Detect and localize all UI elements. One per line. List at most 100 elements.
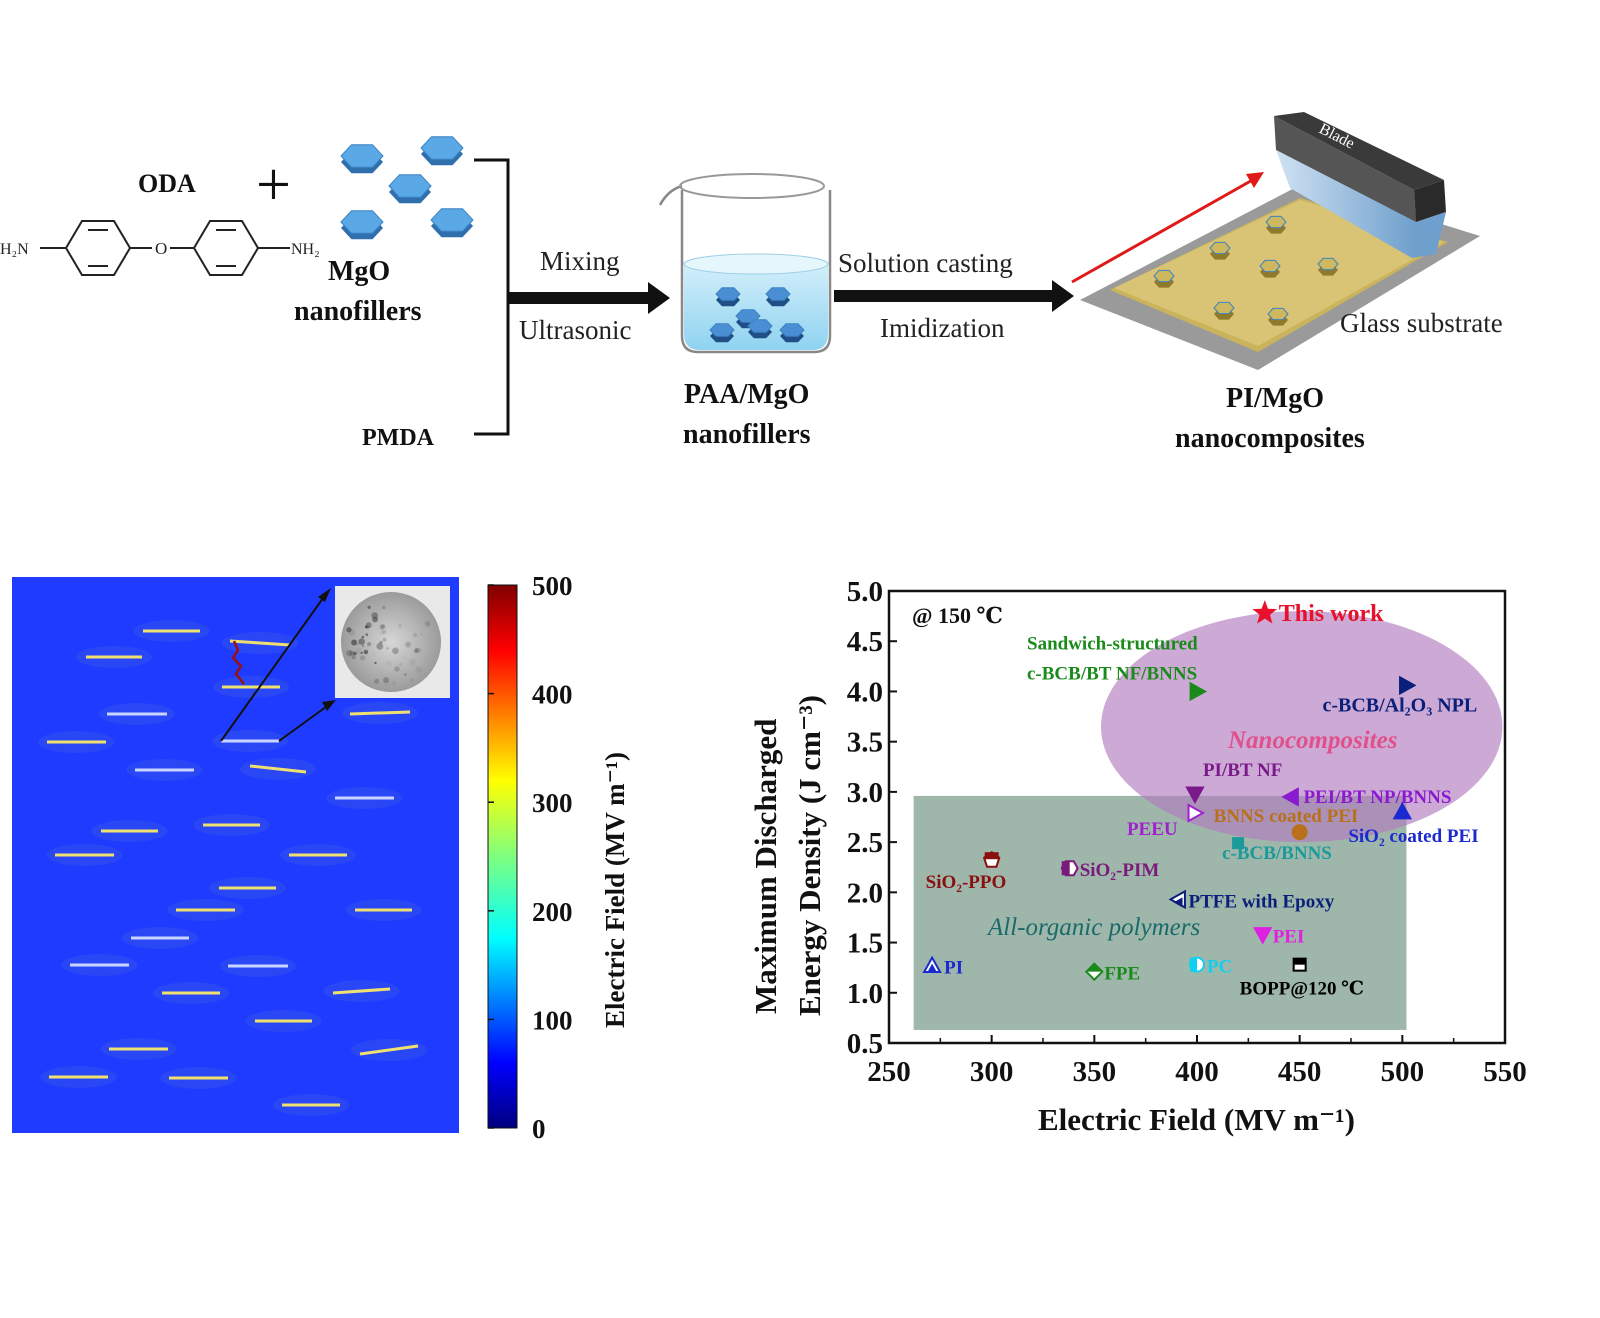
tem-dot-11 <box>374 661 377 665</box>
tem-dot-52 <box>420 633 423 636</box>
tem-dot-54 <box>374 678 380 684</box>
point-label-9: c-BCB/BNNS <box>1222 843 1332 864</box>
tem-dot-13 <box>365 622 372 629</box>
x-tick-label-5: 450 <box>1278 1056 1322 1088</box>
point-14-fill <box>1190 957 1197 972</box>
point-11-fill <box>1061 861 1070 876</box>
marker-4 <box>1185 786 1205 804</box>
x-tick-label-7: 550 <box>1483 1056 1527 1088</box>
plus-sign: + <box>256 151 291 219</box>
point-label-2: Sandwich-structured <box>1027 633 1198 654</box>
blade <box>1274 112 1446 258</box>
mgo-label: MgO <box>328 256 390 287</box>
tem-dot-14 <box>403 656 407 660</box>
marker-8 <box>1392 801 1413 820</box>
tem-dot-31 <box>379 640 383 645</box>
marker-7 <box>1281 787 1299 807</box>
marker-16 <box>1084 962 1104 982</box>
colorbar-tick-1: 500 <box>532 571 573 601</box>
point-12-fill <box>1173 897 1183 908</box>
y-tick-label-2: 1.0 <box>847 978 883 1010</box>
film-hexagon-3 <box>1259 259 1281 273</box>
point-label-4: PI/BT NF <box>1203 760 1282 781</box>
tem-dot-28 <box>367 605 371 609</box>
marker-3 <box>1399 675 1417 696</box>
organic-region-label: All-organic polymers <box>986 914 1200 941</box>
mgo-hexagon-5 <box>430 208 474 232</box>
marker-13 <box>1253 927 1273 945</box>
marker-17 <box>922 955 942 974</box>
tem-dot-20 <box>424 621 431 627</box>
filler-3 <box>229 639 291 647</box>
point-label-5: PEEU <box>1127 819 1178 840</box>
tem-dot-56 <box>415 620 419 623</box>
x-tick-label-2: 300 <box>970 1056 1014 1088</box>
colorbar-tick-2: 400 <box>532 680 573 710</box>
x-tick-label-3: 350 <box>1073 1056 1117 1088</box>
tem-dot-25 <box>348 650 354 656</box>
field-map-fillers <box>38 620 427 1116</box>
beaker-hexagon-group <box>709 287 805 343</box>
point-2 <box>1189 681 1208 702</box>
marker-6 <box>1291 824 1308 841</box>
mgo-hexagon-group <box>340 136 474 240</box>
nanofillers-label: nanofillers <box>294 296 422 327</box>
point-15-fill <box>1293 958 1306 965</box>
marker-10 <box>982 850 1001 868</box>
condition-label: @ 150 ℃ <box>912 603 1003 628</box>
point-label-6: BNNS coated PEI <box>1214 806 1359 827</box>
film-hexagon-7 <box>1267 307 1289 321</box>
tem-dot-36 <box>353 651 357 656</box>
tem-dot-50 <box>378 624 385 631</box>
tem-dot-1 <box>356 642 360 646</box>
mgo-hexagon-3 <box>388 174 432 198</box>
point-label-13: PEI <box>1273 927 1305 948</box>
point-label-14: PC <box>1207 957 1232 978</box>
tem-dot-12 <box>391 681 397 686</box>
casting-arrow <box>834 280 1074 312</box>
tem-dot-27 <box>405 641 411 648</box>
tem-dot-35 <box>361 644 364 647</box>
tem-dot-48 <box>358 638 365 645</box>
casting-direction-arrow <box>1071 172 1264 284</box>
point-1 <box>1252 600 1278 624</box>
o-atom-label: O <box>155 239 167 258</box>
point-9 <box>1232 837 1245 850</box>
tem-dot-41 <box>361 635 365 639</box>
oda-label: ODA <box>138 169 196 198</box>
colorbar-tick-5: 100 <box>532 1005 573 1035</box>
marker-1 <box>1252 600 1278 624</box>
point-17-fill <box>927 963 938 973</box>
zoom-arrows <box>220 593 331 742</box>
point-label-16: FPE <box>1104 964 1140 985</box>
point-16-fill <box>1086 963 1103 972</box>
synthesis-scheme: H₂N O NH₂ ODA + MgO nanofillers PMDA Mix… <box>0 112 1503 454</box>
colorbar-title: Electric Field (MV m⁻¹) <box>600 752 630 1028</box>
x-tick-label-6: 500 <box>1381 1056 1425 1088</box>
tem-dot-21 <box>382 637 387 642</box>
tem-dot-45 <box>346 627 352 633</box>
tem-dot-15 <box>415 647 421 653</box>
colorbar-tick-3: 300 <box>532 788 573 818</box>
marker-2 <box>1189 681 1208 702</box>
beaker-hexagon-6 <box>779 323 805 337</box>
tem-dot-32 <box>413 650 417 654</box>
point-13 <box>1253 927 1273 945</box>
mixing-label: Mixing <box>540 246 620 276</box>
point-6 <box>1291 824 1308 841</box>
point-label-11: SiO₂-PIM <box>1080 860 1160 881</box>
y-axis-label-line2: Energy Density (J cm⁻³) <box>792 695 827 1016</box>
tem-inset-dots <box>346 605 431 686</box>
tem-dot-51 <box>399 671 403 675</box>
point-label-15: BOPP@120 ℃ <box>1240 979 1364 1000</box>
tem-dot-19 <box>383 677 390 684</box>
mgo-hexagon-4 <box>340 210 384 234</box>
y-tick-label-6: 3.0 <box>847 777 883 809</box>
tem-dot-10 <box>365 633 369 636</box>
point-label-3: c-BCB/Al₂O₃ NPL <box>1322 694 1477 716</box>
oda-molecule <box>40 220 290 276</box>
